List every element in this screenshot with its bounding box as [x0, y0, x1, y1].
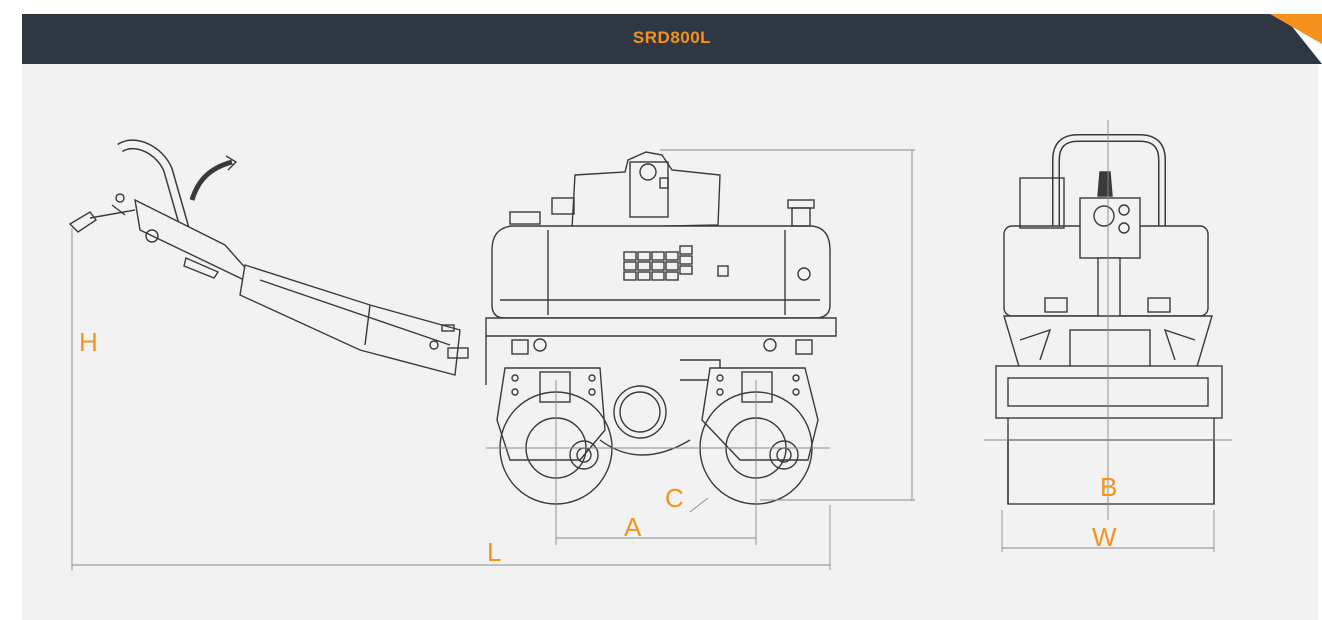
corner-triangle-icon — [1270, 14, 1322, 44]
page-title: SRD800L — [632, 28, 712, 47]
dim-label-b: B — [1100, 472, 1118, 502]
roller-body — [485, 151, 837, 385]
dim-label-l: L — [487, 537, 502, 567]
dim-label-w: W — [1092, 522, 1117, 552]
roller-drums — [496, 367, 819, 505]
dim-label-h: H — [79, 327, 98, 357]
dim-label-a: A — [624, 512, 642, 542]
dimension-lines — [71, 120, 1232, 570]
dim-label-c: C — [665, 483, 684, 513]
header-bar: SRD800L — [22, 14, 1322, 64]
handle-bar — [68, 139, 469, 376]
front-view — [995, 134, 1223, 505]
